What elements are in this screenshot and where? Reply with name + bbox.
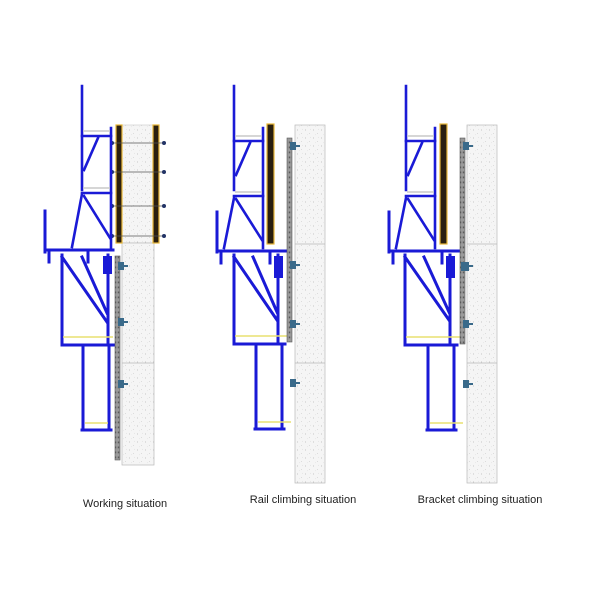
panel-working-situation [43, 84, 166, 466]
formwork-panel-left [115, 124, 123, 244]
tie-rods [110, 142, 166, 237]
wall-anchors [290, 142, 300, 387]
bracket-head [103, 256, 112, 274]
formwork-panel [266, 123, 275, 245]
upper-platform-frame [394, 84, 437, 250]
climbing-rail [459, 137, 466, 345]
panel-bracket-climbing-situation [387, 84, 498, 484]
upper-platform-frame [222, 84, 265, 250]
wall-anchors [118, 262, 128, 388]
caption-rail-climbing-situation: Rail climbing situation [249, 494, 357, 506]
climbing-rail [286, 137, 293, 343]
wall-anchors [461, 142, 473, 388]
concrete-wall [466, 124, 498, 484]
main-platform [215, 210, 289, 265]
suspended-platform [253, 344, 286, 431]
main-platform [43, 209, 115, 264]
suspended-platform [425, 345, 458, 432]
concrete-wall [294, 124, 326, 484]
concrete-wall [121, 242, 155, 466]
formwork-panel [439, 123, 448, 245]
panel-rail-climbing-situation [215, 84, 326, 484]
formwork-panel-right [152, 124, 160, 244]
main-platform [387, 210, 461, 265]
suspended-platform [80, 345, 113, 432]
climbing-rail [114, 255, 121, 461]
upper-platform-frame [70, 84, 113, 250]
fresh-concrete-pour [121, 124, 155, 244]
caption-working-situation: Working situation [82, 498, 168, 510]
caption-bracket-climbing-situation: Bracket climbing situation [417, 494, 543, 506]
